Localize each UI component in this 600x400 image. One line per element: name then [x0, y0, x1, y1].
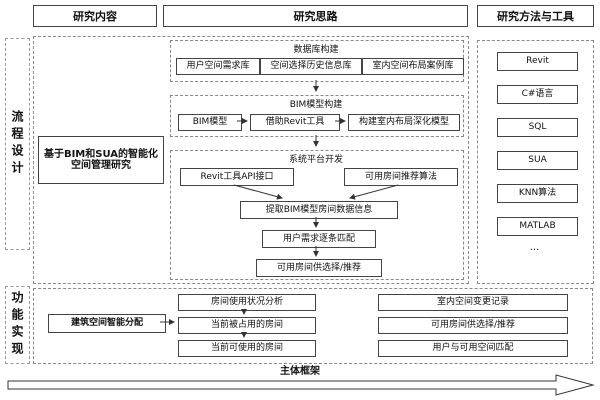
platform-algorithm-box: 可用房间推荐算法 [344, 168, 458, 186]
header-research-approach: 研究思路 [163, 5, 468, 27]
tools-ellipsis: ... [529, 242, 540, 253]
database-item-layout-cases: 室内空间布局案例库 [362, 58, 464, 75]
function-container [33, 288, 593, 364]
main-topic-box: 基于BIM和SUA的智能化空间管理研究 [38, 136, 164, 184]
function-room-usage-analysis: 房间使用状况分析 [178, 294, 316, 311]
function-space-change-record: 室内空间变更记录 [378, 294, 568, 311]
main-frame-arrow [7, 374, 595, 396]
database-group-title: 数据库构建 [293, 45, 339, 55]
platform-step-recommend-rooms: 可用房间供选择/推荐 [256, 259, 382, 277]
tool-revit: Revit [497, 52, 578, 71]
platform-step-extract-data: 提取BIM模型房间数据信息 [240, 201, 398, 219]
tool-sua: SUA [497, 151, 578, 170]
bim-model-group-title: BIM模型构建 [289, 100, 343, 110]
tool-sql: SQL [497, 118, 578, 137]
platform-group-title: 系统平台开发 [288, 155, 343, 165]
platform-step-match-demand: 用户需求逐条匹配 [262, 230, 376, 248]
tool-matlab: MATLAB [497, 217, 578, 236]
side-label-process-design: 流程设计 [5, 38, 30, 250]
platform-group [170, 150, 464, 280]
main-frame-label: 主体框架 [280, 366, 320, 377]
bim-item-revit-tool: 借助Revit工具 [250, 114, 340, 131]
header-research-content: 研究内容 [33, 5, 157, 27]
bim-model-group [170, 95, 464, 137]
database-item-user-demand: 用户空间需求库 [176, 58, 260, 75]
function-user-space-matching: 用户与可用空间匹配 [378, 340, 568, 357]
function-room-recommendation: 可用房间供选择/推荐 [378, 317, 568, 334]
function-allocation-box: 建筑空间智能分配 [48, 314, 166, 333]
tool-knn: KNN算法 [497, 184, 578, 203]
header-research-methods: 研究方法与工具 [477, 5, 594, 27]
bim-item-model: BIM模型 [178, 114, 242, 131]
side-label-function-realization-text: 功能实现 [10, 291, 24, 359]
side-label-function-realization: 功能实现 [5, 286, 30, 364]
database-item-selection-history: 空间选择历史信息库 [260, 58, 362, 75]
platform-api-box: Revit工具API接口 [180, 168, 294, 186]
tool-csharp: C#语言 [497, 85, 578, 104]
function-available-rooms: 当前可使用的房间 [178, 340, 316, 357]
tools-container [477, 40, 594, 284]
function-occupied-rooms: 当前被占用的房间 [178, 317, 316, 334]
side-label-process-design-text: 流程设计 [10, 110, 24, 178]
bim-item-deepened-model: 构建室内布局深化模型 [348, 114, 460, 131]
process-design-container [33, 36, 469, 284]
